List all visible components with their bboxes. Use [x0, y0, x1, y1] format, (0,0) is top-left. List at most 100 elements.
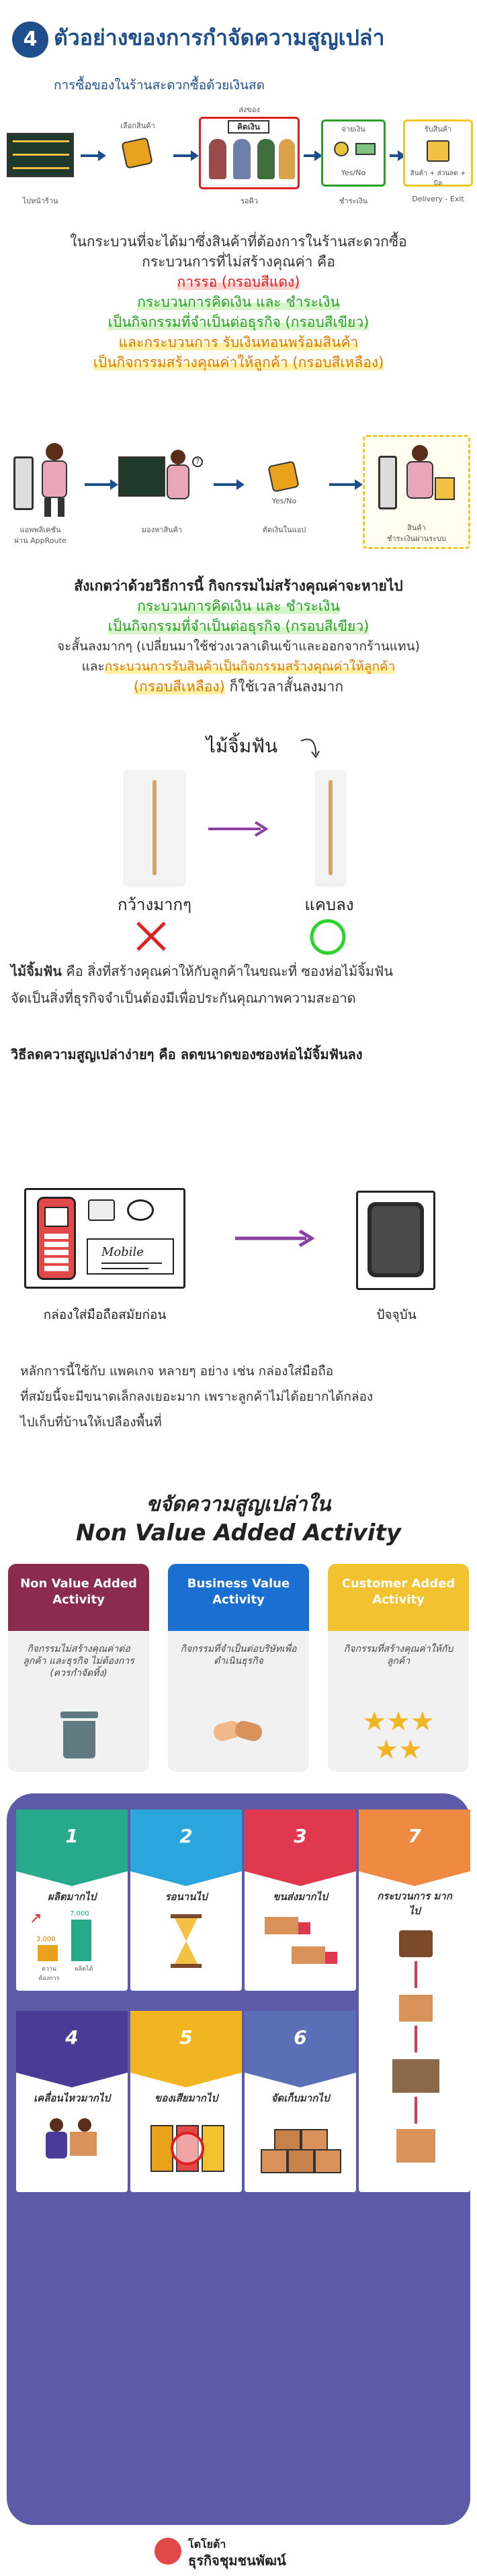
- section-title-line-1: ขจัดความสูญเปล่าใน: [146, 1493, 331, 1516]
- flow1-label-3: จ่ายเงิน: [341, 125, 365, 134]
- receive-box: รับสินค้า สินค้า + ส่วนลด + บิล: [403, 119, 473, 187]
- flow2-yes-no: Yes/No: [271, 497, 297, 505]
- waste-tile-3-label: ขนส่งมากไป: [273, 1891, 328, 1903]
- flow1-arrow-4: [390, 150, 406, 161]
- para3-bold: ไม้จิ้มฟัน: [11, 963, 62, 979]
- old-box-label: กล่องใส่มือถือสมัยก่อน: [43, 1307, 167, 1322]
- left-label: กว้างมากๆ: [118, 895, 191, 914]
- card-business-value-title: Business Value Activity: [168, 1564, 309, 1631]
- para1-line-4: กระบวนการคิดเงิน และ ชำระเงิน: [137, 294, 340, 310]
- toothpick-illustration: ไม้จิ้มฟัน กว้างมากๆ แคบลง: [0, 725, 477, 955]
- queue-person-4: [279, 139, 295, 179]
- card-business-value-body: กิจกรรมที่จำเป็นต่อบริษัทเพื่อดำเนินธุรก…: [180, 1644, 297, 1667]
- chart-bottom-value: 3,000: [36, 1936, 56, 1943]
- waste-tile-4-num: 4: [16, 2011, 128, 2087]
- para3-line-1: คือ สิ่งที่สร้างคุณค่าให้กับลูกค้าในขณะท…: [61, 963, 393, 979]
- paragraph-store-process: ในกระบวนที่จะได้มาซึ่งสินค้าที่ต้องการใน…: [0, 232, 477, 373]
- flow1-step-label-4: ไปหน้าร้าน: [22, 197, 58, 205]
- flow1-step-label-2: ชำระเงิน: [339, 197, 368, 205]
- green-note: Yes/No: [341, 168, 366, 177]
- para2-line-2: กระบวนการคิดเงิน และ ชำระเงิน: [137, 598, 340, 614]
- hourglass-icon: [171, 1914, 202, 1968]
- para1-line-1: ในกระบวนที่จะได้มาซึ่งสินค้าที่ต้องการใน…: [70, 234, 407, 250]
- browse-scene: ?: [118, 450, 206, 517]
- flow1-step-label-1: รอคิว: [240, 197, 259, 205]
- card-non-value: Non Value Added Activity กิจกรรมไม่สร้าง…: [8, 1564, 149, 1772]
- waste-tile-6-label: จัดเก็บมากไป: [271, 2092, 330, 2104]
- toothpick-title: ไม้จิ้มฟัน: [206, 735, 278, 757]
- waste-tile-7: 7 กระบวนการ มากไป: [359, 1810, 470, 2192]
- curved-arrow-icon: [300, 738, 320, 758]
- flow1-label-1: เลือกสินค้า: [120, 121, 155, 130]
- defect-icon: [150, 2118, 224, 2179]
- card-non-value-body: กิจกรรมไม่สร้างคุณค่าต่อลูกค้า และธุรกิจ…: [23, 1644, 134, 1679]
- para1-line-6: และกระบวนการ รับเงินทอนพร้อมสินค้า: [118, 334, 359, 350]
- card-customer-value-body: กิจกรรมที่สร้างคุณค่าให้กับลูกค้า: [343, 1644, 453, 1667]
- waste-tile-1-label: ผลิตมากไป: [47, 1891, 97, 1903]
- waste-tile-5: 5 ของเสียมากไป: [130, 2011, 242, 2192]
- section-title-line-2: Non Value Added Activity: [76, 1520, 401, 1546]
- exit-box: สินค้า ชำระเงินผ่านระบบ: [363, 435, 470, 549]
- waste-tile-2: 2 รอนานไป: [130, 1810, 242, 1991]
- queue-person-2: [233, 139, 251, 179]
- waste-tile-2-num: 2: [130, 1810, 242, 1886]
- flow1-step-label-3: Delivery - Exit: [412, 195, 464, 203]
- para3-line-2: จัดเป็นสิ่งที่ธุรกิจจำเป็นต้องมีเพื่อประ…: [11, 990, 356, 1006]
- process-chain-icon: [386, 1930, 446, 2179]
- flow1-arrow-2: [173, 150, 199, 161]
- toothpick-right: [329, 780, 333, 875]
- activity-cards: Non Value Added Activity กิจกรรมไม่สร้าง…: [0, 1564, 477, 1779]
- waiting-queue-box: คิดเงิน: [199, 117, 300, 189]
- flow2-label-1: แอพพลิเคชัน: [19, 526, 61, 534]
- right-label: แคบลง: [304, 895, 354, 914]
- coin-icon: [334, 142, 349, 156]
- charger-icon: [88, 1199, 115, 1221]
- cross-icon: [136, 922, 166, 951]
- card-customer-value: Customer Added Activity กิจกรรมที่สร้างค…: [328, 1564, 469, 1772]
- chart-top-value: 7,000: [70, 1910, 89, 1918]
- flow1-label-4: รับสินค้า: [424, 125, 452, 134]
- brand-name-bottom: ธุรกิจชุมชนพัฒน์: [188, 2553, 286, 2569]
- queue-person-3: [257, 139, 275, 179]
- toothpick-left: [153, 780, 157, 875]
- new-box-label: ปัจจุบัน: [376, 1307, 417, 1322]
- app-payment-scene: Yes/No: [247, 450, 321, 517]
- new-phone-icon: [367, 1202, 424, 1277]
- old-phone-icon: [37, 1197, 76, 1280]
- section-number-badge: 4: [12, 21, 48, 58]
- product-icon: [121, 137, 153, 169]
- truck-icon: [265, 1917, 339, 1971]
- waste-tile-1: 1 ผลิตมากไป 7,000 3,000 ความ ต้องการ ผลิ…: [16, 1810, 128, 1991]
- shopper-1: [38, 443, 71, 517]
- para2-line-4: จะสั้นลงมากๆ (เปลี่ยนมาใช้ช่วงเวลาเดินเข…: [57, 639, 420, 654]
- payment-box: จ่ายเงิน Yes/No: [321, 119, 386, 187]
- mover-icon: [43, 2118, 103, 2179]
- manual-card: Mobile: [87, 1238, 174, 1275]
- trash-icon: [60, 1712, 98, 1758]
- cable-icon: [127, 1199, 154, 1221]
- waste-tile-6: 6 จัดเก็บมากไป: [245, 2011, 356, 2192]
- phone-arrow-icon: [235, 1229, 315, 1248]
- flow-diagram-store: เลือกสินค้า คิดเงิน รอคิว จ่ายเงิน Yes/N…: [0, 101, 477, 215]
- cashier-sign: คิดเงิน: [228, 120, 269, 134]
- flow2-arrow-1: [85, 479, 118, 490]
- para5-line-3: ไปเก็บที่บ้านให้เปลืองพื้นที่: [20, 1415, 162, 1430]
- flow-diagram-app: แอพพลิเคชัน ผ่าน AppRoute ? มองหาสินค้า …: [0, 430, 477, 550]
- flow1-label-2: ส่งของ: [238, 105, 260, 114]
- flow2-arrow-2: [214, 479, 245, 490]
- chart-left-label: ความ ต้องการ: [38, 1966, 60, 1982]
- brand-logo-icon: [155, 2538, 181, 2565]
- store-shelf-illustration: [7, 133, 74, 177]
- card-business-value: Business Value Activity กิจกรรมที่จำเป็น…: [168, 1564, 309, 1772]
- card-customer-value-title: Customer Added Activity: [328, 1564, 469, 1631]
- waste-tile-4: 4 เคลื่อนไหวมากไป: [16, 2011, 128, 2192]
- waste-tile-7-num: 7: [359, 1810, 470, 1886]
- phone-package-illustration: Mobile กล่องใส่มือถือสมัยก่อน ปัจจุบัน: [0, 1188, 477, 1336]
- header: 4 ตัวอย่างของการกำจัดความสูญเปล่า การซื้…: [0, 0, 477, 101]
- chart-right-label: ผลิตได้: [75, 1966, 93, 1973]
- yellow-note: สินค้า + ส่วนลด + บิล: [410, 170, 466, 187]
- flow1-arrow-1: [81, 150, 106, 161]
- waste-grid: 1 ผลิตมากไป 7,000 3,000 ความ ต้องการ ผลิ…: [7, 1793, 470, 2525]
- waste-tile-4-label: เคลื่อนไหวมากไป: [34, 2092, 110, 2104]
- para1-line-3: การรอ (กรอบสีแดง): [177, 274, 300, 290]
